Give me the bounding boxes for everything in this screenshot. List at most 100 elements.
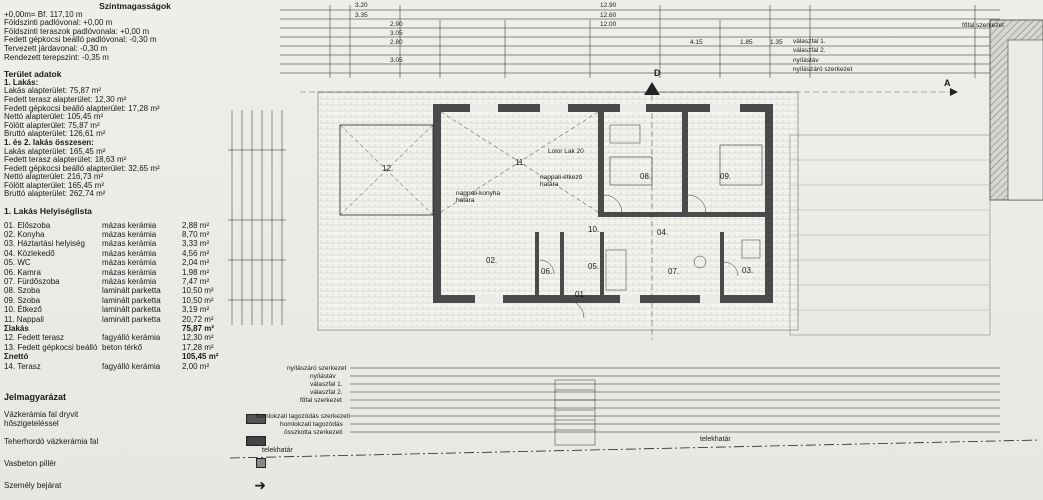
section-label: A xyxy=(944,78,951,88)
room-name: 05. WC xyxy=(4,258,31,268)
legend-label: Vázkerámia fal dryvit hőszigeteléssel xyxy=(4,410,79,428)
room-material: beton térkő xyxy=(102,342,143,352)
level-line: Tervezett járdavonal: -0,30 m xyxy=(4,43,108,53)
room-area: 7,47 m² xyxy=(182,277,210,286)
row-label: nyílászáró szerkezet xyxy=(287,365,347,372)
room-area: 2,04 m² xyxy=(182,258,210,268)
room-name: 04. Közlekedő xyxy=(4,248,55,258)
room-material: mázas kerámia xyxy=(102,248,157,258)
room-material: mázas kerámia xyxy=(102,230,157,240)
room-area: 10,50 m² xyxy=(182,286,214,296)
room-label: 12. xyxy=(382,164,394,173)
room-material: fagyálló kerámia xyxy=(102,361,161,371)
section-markers xyxy=(300,82,958,340)
room-name: 02. Konyha xyxy=(4,230,45,240)
legend-label: Teherhordó vázkerámia fal xyxy=(4,436,99,446)
dimension-label: 4.15 xyxy=(690,39,703,46)
dimension-label: 3.05 xyxy=(390,57,403,64)
dimension-label: 1.35 xyxy=(770,39,783,46)
row-label: nyílástáv xyxy=(310,373,336,380)
legend-item: Vasbeton pillér xyxy=(4,452,266,474)
legend-item: Személy bejárat ➜ xyxy=(4,474,266,496)
room-material: mázas kerámia xyxy=(102,220,157,230)
room-row: 02. Konyha mázas kerámia 8,70 m² xyxy=(4,230,266,240)
row-label: válaszfal 1. xyxy=(310,381,343,388)
room-row: 10. Étkező laminált parketta 3,19 m² xyxy=(4,305,266,315)
room-label: 04. xyxy=(657,228,669,237)
room-area: 3,19 m² xyxy=(182,305,210,315)
room-name: 01. Előszoba xyxy=(4,220,51,230)
dimension-label: 2.80 xyxy=(390,39,403,46)
room-area: 20,72 m² xyxy=(182,314,214,324)
zone-note: nappali-konyha határa xyxy=(456,190,501,204)
row-label: nyílástáv xyxy=(793,57,819,64)
row-label: válaszfal 1. xyxy=(793,38,826,45)
room-area: 2,00 m² xyxy=(182,361,210,371)
room-name: Σnettó xyxy=(4,352,29,362)
room-area: 1,98 m² xyxy=(182,267,210,277)
room-area: 2,88 m² xyxy=(182,220,210,230)
bathtub xyxy=(605,249,627,291)
room-label: 02. xyxy=(486,256,498,265)
room-label: 01. xyxy=(575,290,587,299)
loadbearing-wall-swatch xyxy=(246,436,266,446)
left-panel: Szintmagasságok +0,00m= Bf. 117,10 m Föl… xyxy=(4,2,266,372)
area-line: Fedett gépkocsi beálló alapterület: 17,2… xyxy=(4,103,160,113)
room-label: 07. xyxy=(668,267,680,276)
room-material: mázas kerámia xyxy=(102,277,157,286)
zone-note: Lolor Lak 20 xyxy=(548,148,584,155)
bottom-dimension-lines xyxy=(350,367,1000,433)
boundary-label: telekhatár xyxy=(700,436,731,443)
left-dimension-lines xyxy=(228,110,286,325)
room-area: 10,50 m² xyxy=(182,295,214,305)
dimension-label: 1.85 xyxy=(740,39,753,46)
pillar-swatch xyxy=(256,458,266,468)
row-label: főfal szerkezet xyxy=(300,397,342,404)
room-area: 75,87 m² xyxy=(182,323,215,333)
room-name: 10. Étkező xyxy=(4,305,42,315)
room-label: 11. xyxy=(515,158,526,167)
area-line: Lakás alapterület: 165,45 m² xyxy=(4,146,106,156)
dimension-label: 3.05 xyxy=(390,30,403,37)
room-name: 11. Nappali xyxy=(4,314,44,324)
doors xyxy=(539,194,739,319)
room-area: 3,33 m² xyxy=(182,239,210,249)
room-material: fagyálló kerámia xyxy=(102,333,161,343)
area-line: Lakás alapterület: 75,87 m² xyxy=(4,86,101,96)
paving-area xyxy=(317,91,799,331)
room-area: 4,56 m² xyxy=(182,248,210,258)
dimension-label: 3.20 xyxy=(355,2,368,9)
row-label: összkotta szerkezeti xyxy=(284,429,343,436)
area-line: Fölött alapterület: 75,87 m² xyxy=(4,120,100,130)
lot-boundary-line xyxy=(229,439,1041,459)
terrace-outline xyxy=(339,124,434,216)
area-line: Bruttó alapterület: 262,74 m² xyxy=(4,189,106,199)
row-label: válaszfal 2. xyxy=(310,389,343,396)
carport-grid xyxy=(790,159,990,311)
dimension-label: 3.35 xyxy=(355,12,368,19)
room-name: 14. Terasz xyxy=(4,361,41,371)
room-list-title: 1. Lakás Helyiséglista xyxy=(4,206,92,217)
row-label: homlokzati tagozódás xyxy=(280,421,343,428)
room-material: laminált parketta xyxy=(102,305,161,315)
room-material: mázas kerámia xyxy=(102,258,157,268)
room-material: laminált parketta xyxy=(102,286,161,296)
row-label: homlokzati tagozódás szerkezeti xyxy=(256,413,350,420)
room-material: laminált parketta xyxy=(102,295,161,305)
bed xyxy=(719,144,763,186)
area-line: Fedett terasz alapterület: 12,30 m² xyxy=(4,94,127,104)
boundary-label: telekhatár xyxy=(262,447,293,454)
symbol-legend: Jelmagyarázat Vázkerámia fal dryvit hősz… xyxy=(4,392,266,496)
room-material: mázas kerámia xyxy=(102,239,157,249)
room-label: 08. xyxy=(640,172,652,181)
entrance-arrow-icon: ➜ xyxy=(254,476,266,493)
room-area: 8,70 m² xyxy=(182,230,210,240)
